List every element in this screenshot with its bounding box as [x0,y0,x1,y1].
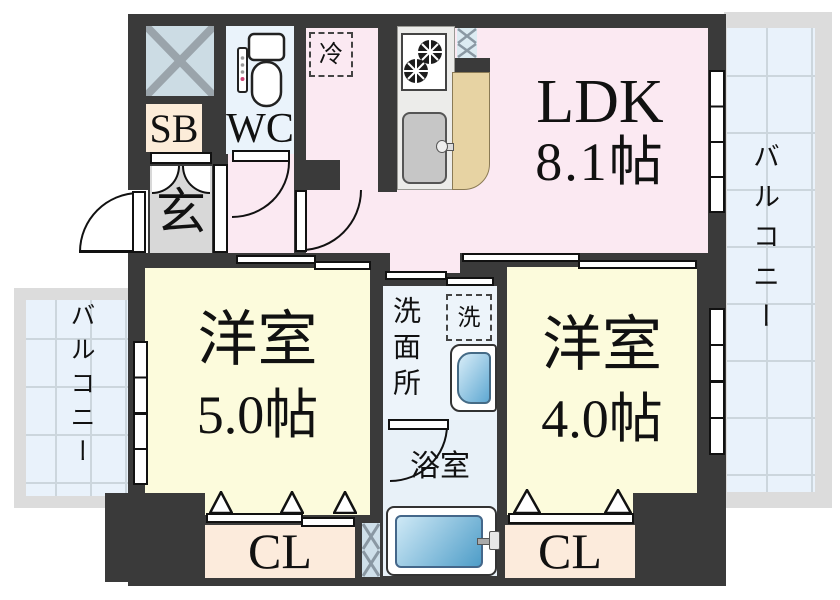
pipe-space-kitchen [457,28,477,58]
washer-label: 洗 [457,305,481,330]
balcony-west-label: バルコニー [67,302,94,472]
ldk-door-leaf [295,190,307,252]
bedroom-east-window [709,308,725,382]
wall-band-kitchen [452,58,490,72]
balcony-east-label: バルコニー [749,142,779,342]
toilet-fixture [237,32,287,108]
pipe-space-bottom [362,523,380,577]
bathroom-door-leaf [388,419,449,430]
corridor [390,253,460,273]
bedroom-west-window [133,341,148,414]
refrigerator-space: 冷 [309,32,353,77]
refrigerator-label: 冷 [319,42,343,68]
ldk-balcony-window [709,141,725,213]
counter-top [452,72,490,190]
front-door-chord [79,250,134,253]
burner-icon [404,40,442,83]
bedroom-east-sliding-door [578,260,697,269]
stove [401,33,447,91]
shaft-x-icon [146,26,214,96]
washing-machine-space: 洗 [446,294,492,341]
bedroom-west [145,268,370,515]
bathroom-label: 浴室 [410,450,470,483]
balcony-east-floor [727,28,815,492]
bedroom-west-label: 洋室 [197,307,318,373]
washroom-sliding-door [385,271,447,280]
washroom-sliding-door [446,277,494,286]
wall-block-southeast [633,493,726,586]
folding-door-icon [209,491,233,514]
bedroom-east-sliding-door [462,253,580,262]
washbasin-bowl [457,352,491,404]
pipe-space-x-icon [362,523,380,577]
shoe-box-label: SB [149,106,199,151]
shoe-box-room [146,104,202,152]
folding-door-icon [513,489,541,514]
closet-west [205,525,355,578]
shoe-box-front [150,152,212,164]
folding-door-icon [280,491,304,514]
ldk-label: LDK [536,68,664,136]
bedroom-west-sliding-door [314,261,371,270]
folding-door-icon [333,491,357,514]
bedroom-east-window [709,381,725,455]
ldk-room [306,28,708,253]
washroom-label: 洗面所 [389,296,420,404]
bedroom-west-sliding-door [236,255,316,264]
closet-east-label: CL [538,523,602,579]
bathtub-faucet-knob [489,531,500,550]
ldk-balcony-window [709,70,725,143]
pipe-space-x-icon [457,28,477,58]
closet-west-door-track [301,517,355,527]
wall-block-southwest [105,493,205,582]
bedroom-west-window [133,413,148,485]
closet-west-label: CL [248,523,312,579]
wall-stub-kitchen [378,14,397,192]
toilet-label: WC [226,106,294,152]
bedroom-east-size-label: 4.0帖 [541,389,663,449]
folding-door-icon [604,489,632,514]
toilet-door-leaf [232,150,290,162]
closet-east [505,525,635,578]
bedroom-west-size-label: 5.0帖 [196,385,319,445]
bedroom-east-label: 洋室 [542,312,662,378]
ldk-size-label: 8.1帖 [535,132,665,192]
front-door-swing-arc [79,192,139,252]
closet-east-door-track [508,513,634,524]
entrance-label: 玄 [156,184,206,240]
kitchen-faucet-knob [436,140,448,153]
bathtub-inner [395,515,483,568]
wall-stub [294,160,340,190]
closet-west-door-track [206,513,303,523]
partition [213,164,228,253]
toilet-icon [237,32,286,108]
shaft-box [146,26,214,96]
balcony-west-floor [26,300,128,496]
front-door-leaf [132,191,146,253]
bedroom-east [507,267,697,515]
